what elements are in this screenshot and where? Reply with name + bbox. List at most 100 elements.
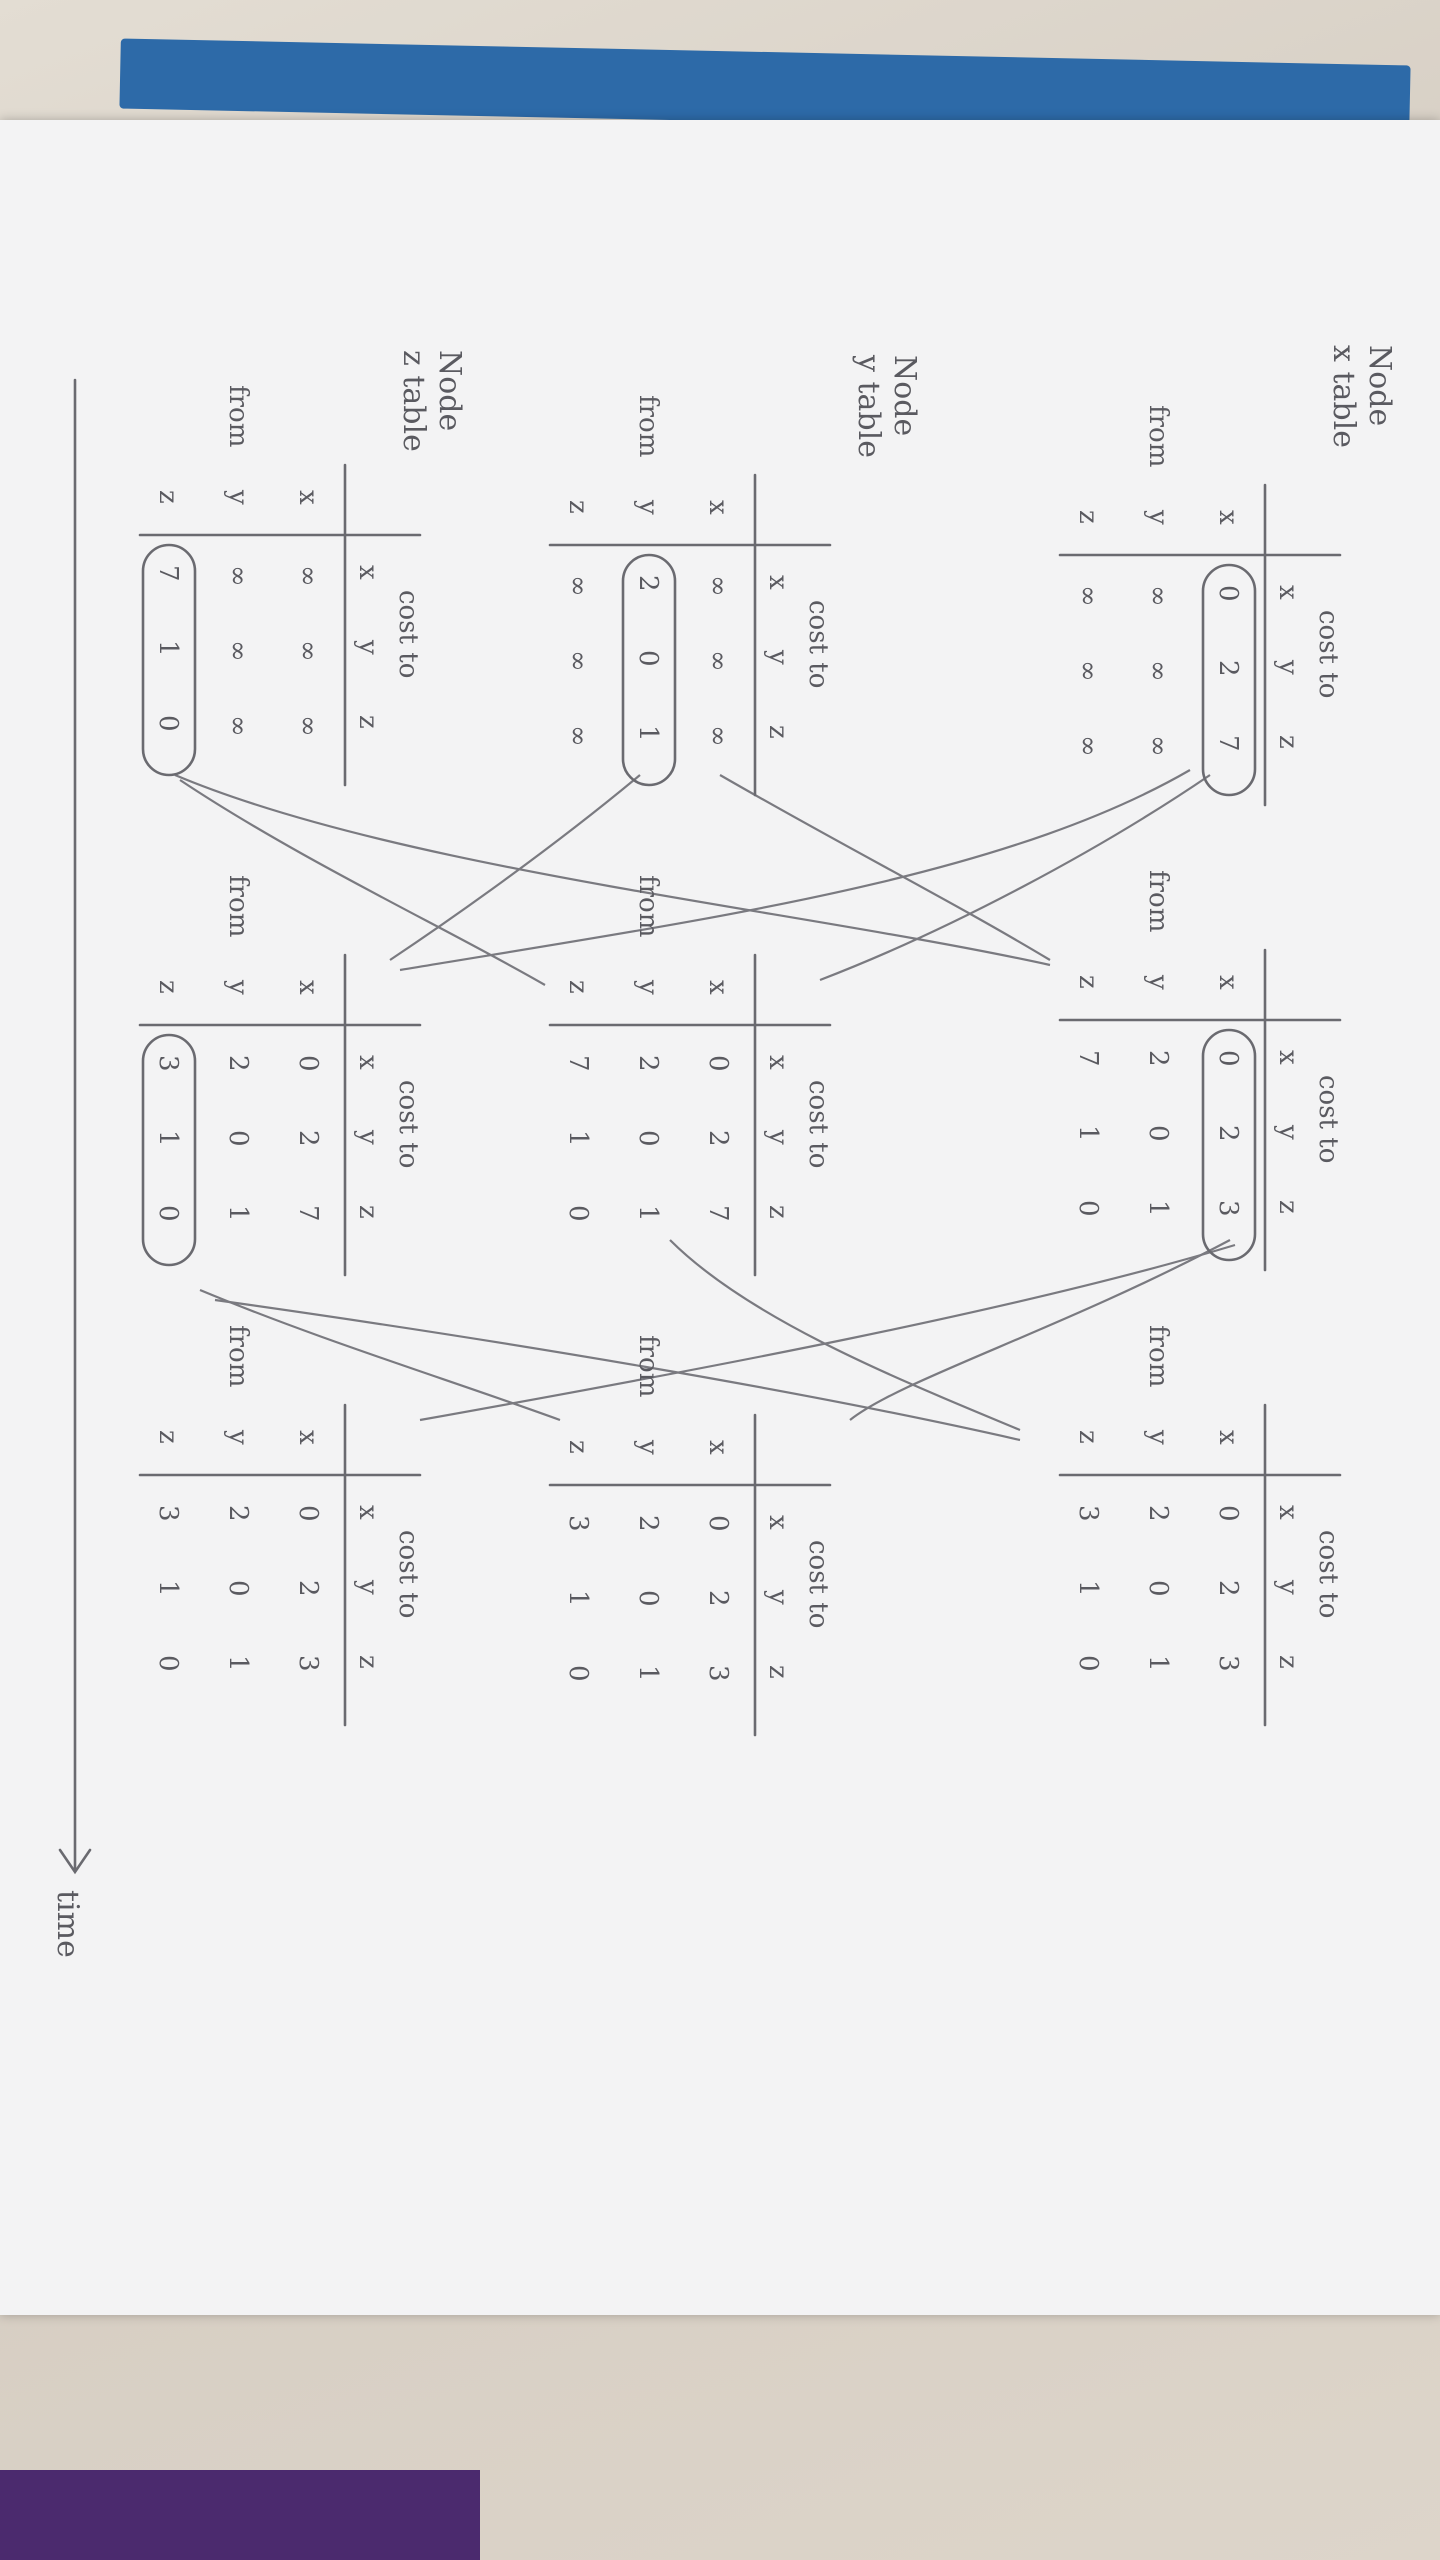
cell-value: ∞ <box>293 640 323 662</box>
row-label: y <box>1143 1429 1173 1445</box>
cell-value: 2 <box>293 1130 323 1147</box>
cell-value: 1 <box>153 1130 183 1147</box>
cell-value: 3 <box>1073 1505 1103 1522</box>
col-label: z <box>1273 1200 1303 1214</box>
cell-value: 1 <box>223 1655 253 1672</box>
cell-value: 1 <box>223 1205 253 1222</box>
cell-value: 0 <box>1213 1505 1243 1522</box>
cell-value: ∞ <box>223 565 253 587</box>
col-label: x <box>763 1055 793 1070</box>
cell-value: 1 <box>633 1205 663 1222</box>
col-label: x <box>1273 585 1303 600</box>
cell-value: ∞ <box>563 725 593 747</box>
table-header: cost to <box>393 1530 423 1618</box>
node-x-label: Node x table <box>1326 345 1397 448</box>
cell-value: 7 <box>563 1055 593 1072</box>
col-label: y <box>1273 659 1303 675</box>
cell-value: ∞ <box>563 650 593 672</box>
cell-value: ∞ <box>703 650 733 672</box>
row-label: y <box>633 1439 663 1455</box>
row-label: z <box>1073 975 1103 989</box>
time-label: time <box>50 1890 85 1958</box>
col-label: y <box>763 1129 793 1145</box>
cell-value: 1 <box>153 640 183 657</box>
time-arrowhead <box>58 1848 92 1875</box>
cell-value: 1 <box>1143 1655 1173 1672</box>
col-label: y <box>353 1579 383 1595</box>
from-label: from <box>223 875 253 937</box>
row-label: y <box>223 489 253 505</box>
cell-value: 0 <box>223 1130 253 1147</box>
from-label: from <box>1143 1325 1173 1387</box>
col-label: z <box>763 1665 793 1679</box>
from-label: from <box>1143 870 1173 932</box>
cell-value: 3 <box>703 1665 733 1682</box>
cell-value: 0 <box>633 650 663 667</box>
col-label: y <box>353 1129 383 1145</box>
col-label: x <box>1273 1505 1303 1520</box>
svg-text:z table: z table <box>396 350 431 452</box>
cell-value: 0 <box>1143 1580 1173 1597</box>
cell-value: 0 <box>563 1665 593 1682</box>
cell-value: 2 <box>1213 1125 1243 1142</box>
cell-value: ∞ <box>703 725 733 747</box>
cell-value: 2 <box>1143 1505 1173 1522</box>
cell-value: 2 <box>1213 1580 1243 1597</box>
from-label: from <box>223 1325 253 1387</box>
col-label: z <box>763 1205 793 1219</box>
cell-value: 0 <box>223 1580 253 1597</box>
from-label: from <box>633 1335 663 1397</box>
cell-value: ∞ <box>293 565 323 587</box>
col-label: x <box>1273 1050 1303 1065</box>
row-label: y <box>1143 509 1173 525</box>
table-header: cost to <box>1313 610 1343 698</box>
cell-value: ∞ <box>1073 660 1103 682</box>
cell-value: 1 <box>153 1580 183 1597</box>
svg-text:Node: Node <box>1362 345 1397 426</box>
row-label: z <box>153 980 183 994</box>
cell-value: 0 <box>293 1055 323 1072</box>
cell-value: 2 <box>223 1055 253 1072</box>
cell-value: ∞ <box>703 575 733 597</box>
cell-value: 1 <box>1143 1200 1173 1217</box>
row-label: y <box>633 499 663 515</box>
cell-value: ∞ <box>1143 660 1173 682</box>
col-label: x <box>353 1055 383 1070</box>
row-label: y <box>1143 974 1173 990</box>
col-label: x <box>353 1505 383 1520</box>
col-label: y <box>763 1589 793 1605</box>
col-label: z <box>1273 1655 1303 1669</box>
row-label: z <box>153 490 183 504</box>
cell-value: 0 <box>153 1655 183 1672</box>
table-header: cost to <box>1313 1075 1343 1163</box>
col-label: z <box>353 1655 383 1669</box>
cell-value: 1 <box>633 725 663 742</box>
cell-value: 0 <box>703 1055 733 1072</box>
row-label: y <box>223 979 253 995</box>
col-label: z <box>763 725 793 739</box>
cell-value: ∞ <box>293 715 323 737</box>
col-label: z <box>1273 735 1303 749</box>
purple-fabric-edge <box>0 2470 480 2560</box>
cell-value: 7 <box>703 1205 733 1222</box>
table-header: cost to <box>393 590 423 678</box>
cell-value: 1 <box>563 1130 593 1147</box>
cell-value: 2 <box>1143 1050 1173 1067</box>
circled-row <box>1201 563 1257 797</box>
row-label: x <box>1213 1430 1243 1445</box>
cell-value: 2 <box>703 1590 733 1607</box>
cell-value: 0 <box>1073 1655 1103 1672</box>
svg-text:Node: Node <box>887 355 922 436</box>
col-label: y <box>1273 1124 1303 1140</box>
circled-row <box>141 1033 197 1267</box>
col-label: z <box>353 715 383 729</box>
col-label: y <box>763 649 793 665</box>
row-label: x <box>293 980 323 995</box>
row-label: y <box>633 979 663 995</box>
cell-value: 2 <box>1213 660 1243 677</box>
